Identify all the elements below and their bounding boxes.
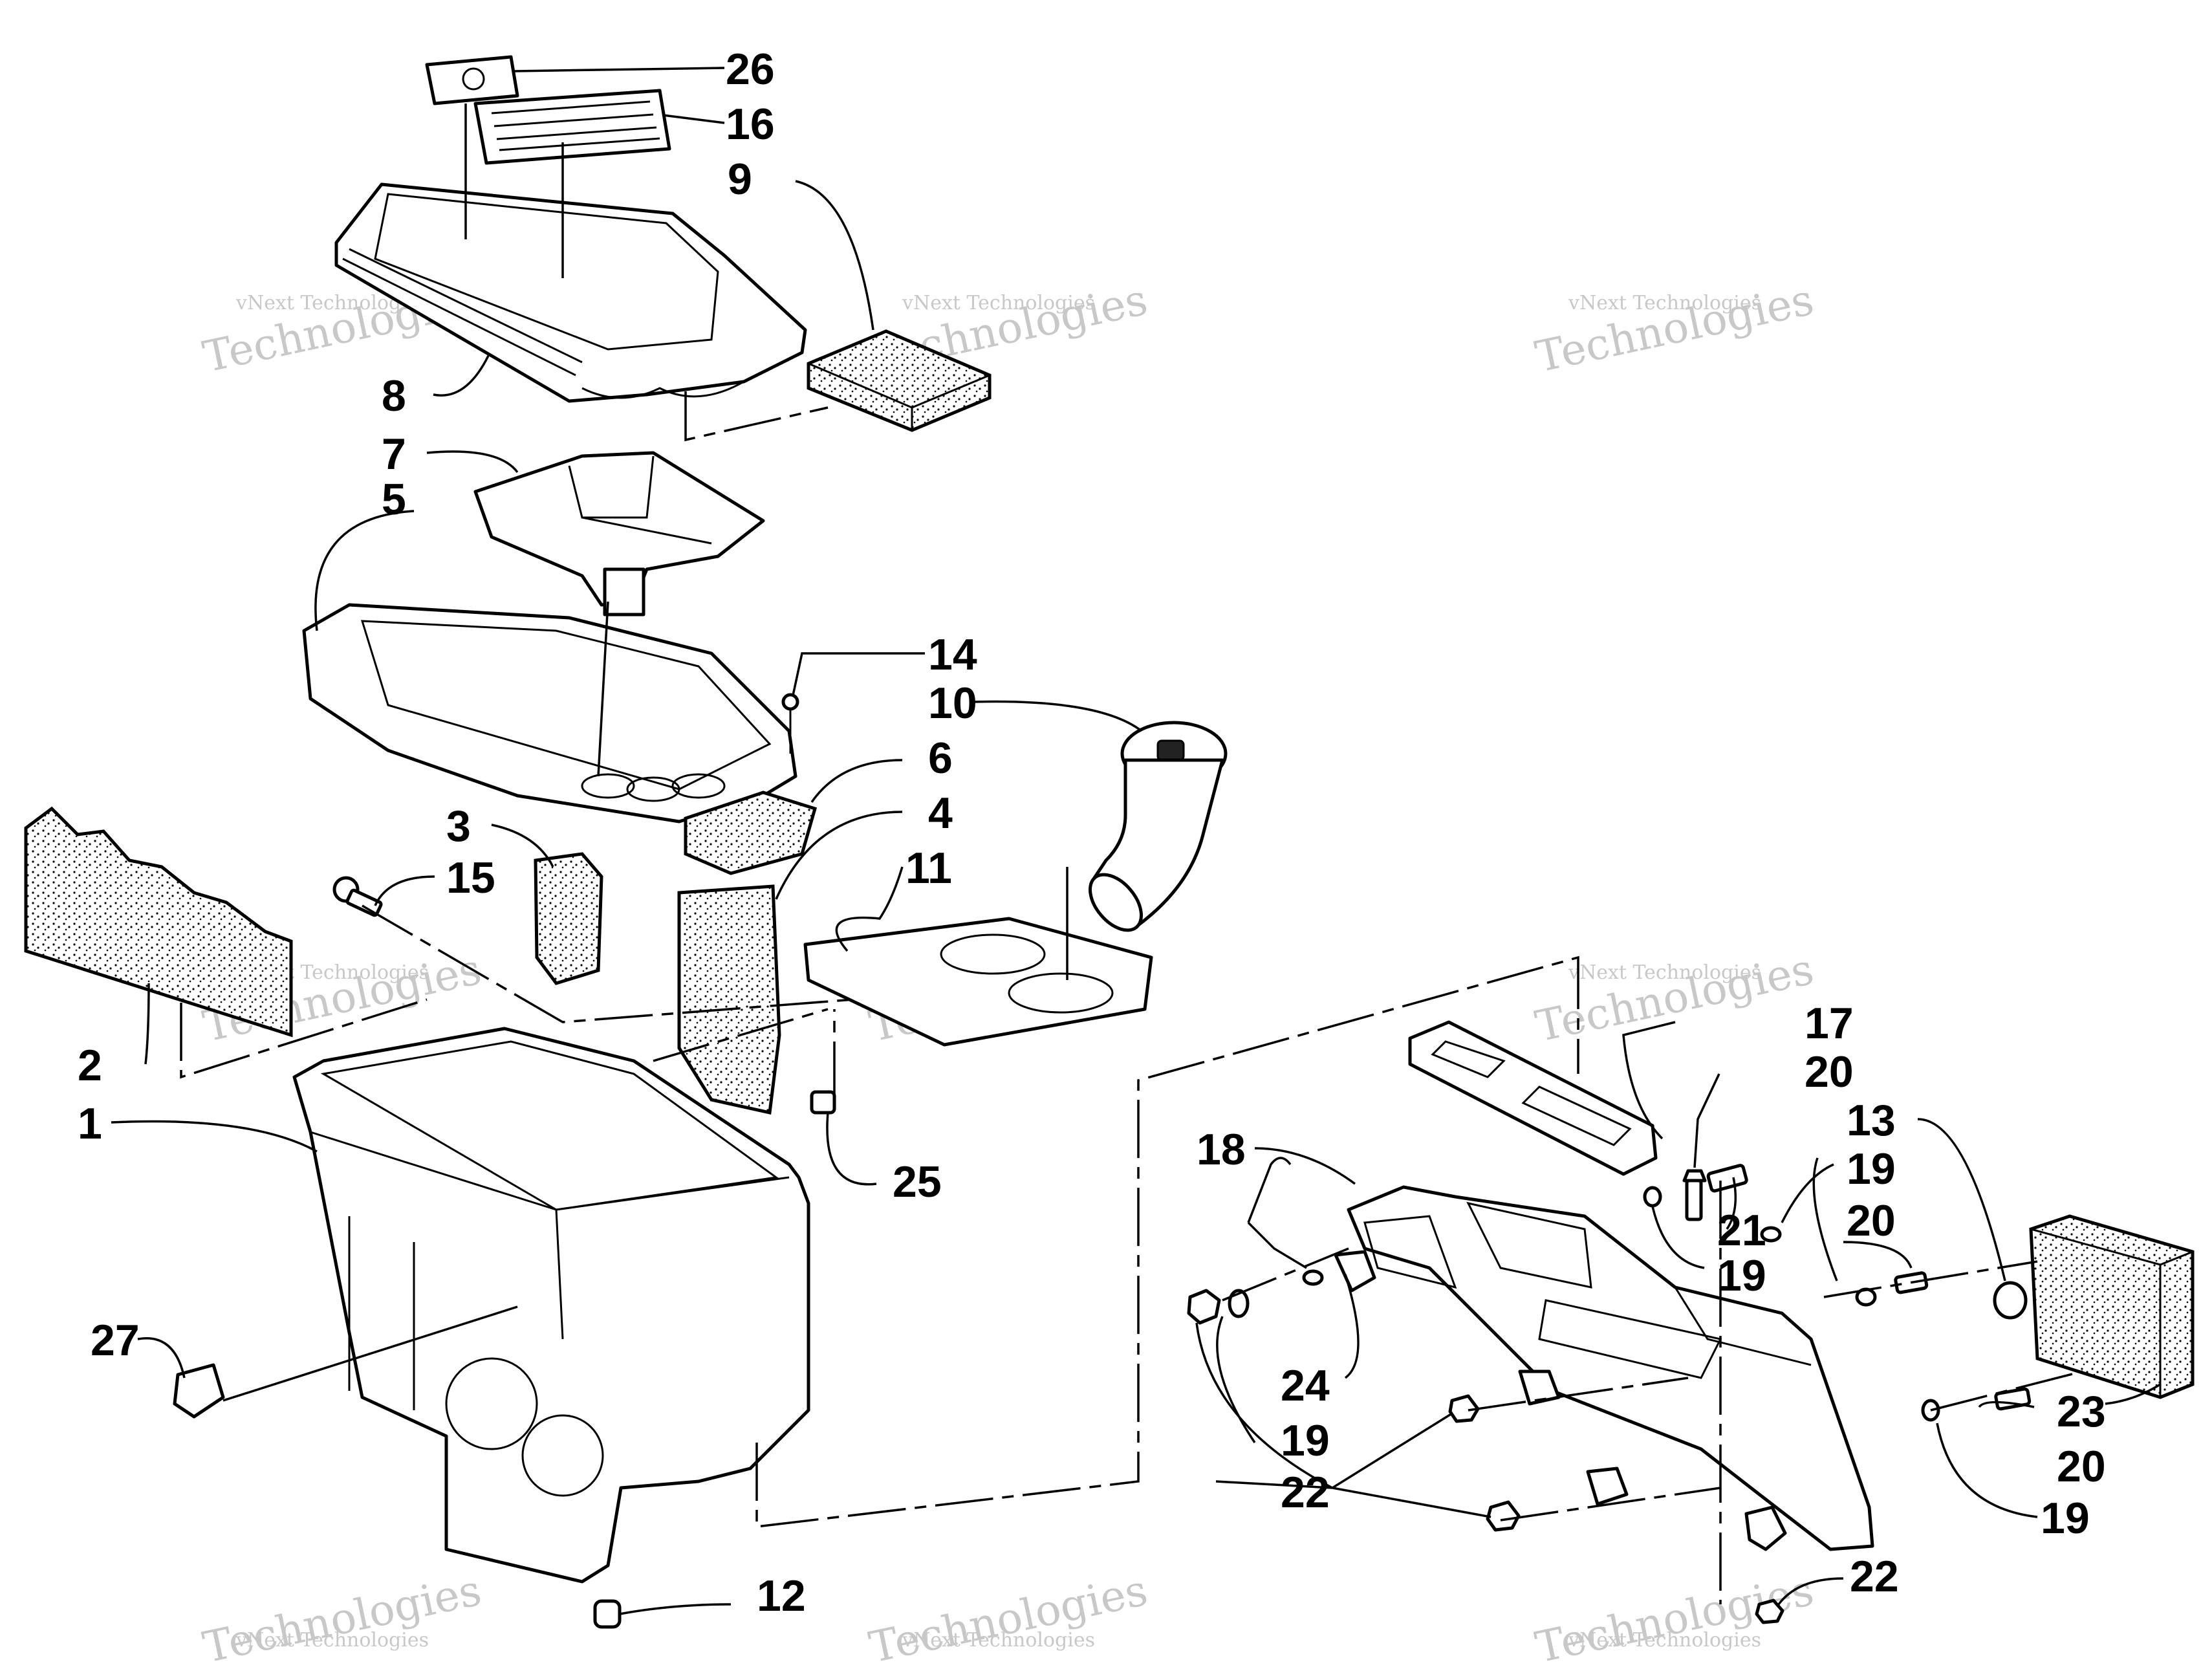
part-16-label xyxy=(473,89,671,165)
callout-15: 15 xyxy=(446,853,495,902)
callout-3: 3 xyxy=(446,802,471,851)
svg-text:vNext Technologies: vNext Technologies xyxy=(1568,1629,1761,1652)
callout-17: 17 xyxy=(1805,999,1854,1048)
callout-6: 6 xyxy=(928,734,953,783)
callout-10: 10 xyxy=(928,679,977,728)
part-22-nut-b xyxy=(1448,1394,1480,1423)
callout-20-low: 20 xyxy=(2057,1442,2106,1491)
callout-24: 24 xyxy=(1281,1361,1330,1410)
part-21-bolt xyxy=(1706,1164,1748,1193)
part-27-clip xyxy=(173,1363,225,1419)
leader-lines xyxy=(111,67,2161,1615)
assembly-lines xyxy=(180,391,2083,1604)
svg-text:vNext Technologies: vNext Technologies xyxy=(1568,292,1761,314)
svg-text:vNext Technologies: vNext Technologies xyxy=(235,1629,429,1652)
callout-26: 26 xyxy=(726,45,775,94)
part-5-airbox-tray xyxy=(302,603,797,824)
callout-14: 14 xyxy=(928,630,977,679)
callout-16: 16 xyxy=(726,100,775,149)
callout-13: 13 xyxy=(1847,1096,1896,1145)
svg-text:vNext Technologies: vNext Technologies xyxy=(902,292,1095,314)
svg-text:Technologies: Technologies xyxy=(865,1565,1151,1669)
callout-21: 21 xyxy=(1717,1206,1766,1255)
svg-text:vNext Technologies: vNext Technologies xyxy=(1568,961,1761,984)
watermark-mid-right: vNext Technologies Technologies xyxy=(1531,944,1817,1052)
callout-labels: 26 16 9 8 7 5 14 10 6 4 11 3 15 2 1 25 2… xyxy=(78,45,2106,1620)
callout-11: 11 xyxy=(905,844,952,893)
part-22-nut-a xyxy=(1187,1289,1221,1325)
watermark-bottom-left: vNext Technologies Technologies xyxy=(199,1565,485,1669)
part-24-rod xyxy=(1247,1157,1324,1286)
callout-19-center: 19 xyxy=(1717,1251,1766,1300)
part-8-lid xyxy=(334,182,807,403)
part-19-washer-b xyxy=(1643,1186,1662,1208)
part-7-silencer xyxy=(473,451,765,616)
callout-20-top: 20 xyxy=(1805,1047,1854,1096)
part-12-plug xyxy=(593,1599,622,1629)
part-26-decal xyxy=(425,55,519,105)
part-4-foam-pad xyxy=(677,884,781,1115)
part-20-bolt-head xyxy=(1682,1169,1707,1183)
part-14-screw xyxy=(781,693,799,754)
callout-7: 7 xyxy=(382,430,406,479)
svg-text:Technologies: Technologies xyxy=(1531,275,1817,382)
bracket-c xyxy=(1586,1467,1629,1506)
part-1-airbox-housing xyxy=(292,1027,810,1584)
part-25-bushing xyxy=(810,1090,836,1115)
part-6-foam-strip xyxy=(684,791,818,875)
callout-20-mid: 20 xyxy=(1847,1196,1896,1245)
callout-18: 18 xyxy=(1197,1125,1246,1174)
callout-27: 27 xyxy=(91,1316,140,1365)
callout-9: 9 xyxy=(728,155,752,204)
part-9-foam-filter xyxy=(807,329,992,432)
bracket-a xyxy=(1334,1250,1376,1293)
callout-19-low: 19 xyxy=(2041,1494,2090,1543)
callout-22-left: 22 xyxy=(1281,1468,1330,1517)
callout-8: 8 xyxy=(382,371,406,420)
assembly-thin-lines xyxy=(222,104,1068,1402)
svg-text:Technologies: Technologies xyxy=(199,1565,485,1669)
callout-4: 4 xyxy=(928,789,953,838)
part-11-gasket xyxy=(803,917,1153,1047)
callout-19-right-upper: 19 xyxy=(1847,1144,1896,1194)
part-18-console-duct xyxy=(1347,1185,1874,1551)
part-23-foam-pad xyxy=(2029,1214,2195,1399)
svg-text:Technologies: Technologies xyxy=(1531,944,1817,1052)
callout-22-bottom: 22 xyxy=(1850,1552,1899,1601)
part-10-intake-elbow xyxy=(1088,721,1228,932)
callout-25: 25 xyxy=(893,1157,942,1206)
part-19-washer-a xyxy=(1760,1226,1782,1243)
callout-12: 12 xyxy=(757,1571,806,1620)
part-17-gasket-frame xyxy=(1408,1020,1658,1176)
part-22-nut-c xyxy=(1486,1500,1521,1532)
callout-2: 2 xyxy=(78,1041,102,1090)
watermark-bottom-center: vNext Technologies Technologies xyxy=(865,1565,1151,1669)
watermark-top-right: vNext Technologies Technologies xyxy=(1531,275,1817,382)
part-13-cap xyxy=(1993,1281,2028,1320)
callout-23: 23 xyxy=(2057,1387,2106,1436)
callout-1: 1 xyxy=(78,1099,102,1148)
part-19-washer-e xyxy=(1228,1289,1250,1318)
part-3-foam-pad xyxy=(534,852,603,985)
part-2-foam-block xyxy=(24,806,293,1038)
svg-text:vNext Technologies: vNext Technologies xyxy=(902,1629,1095,1652)
bracket-d xyxy=(1744,1505,1787,1551)
part-20-bolt-top xyxy=(1685,1179,1703,1221)
part-15-bolt xyxy=(332,876,383,917)
part-22-nut-d xyxy=(1755,1598,1784,1624)
callout-5: 5 xyxy=(382,475,406,524)
callout-19-left: 19 xyxy=(1281,1416,1330,1465)
